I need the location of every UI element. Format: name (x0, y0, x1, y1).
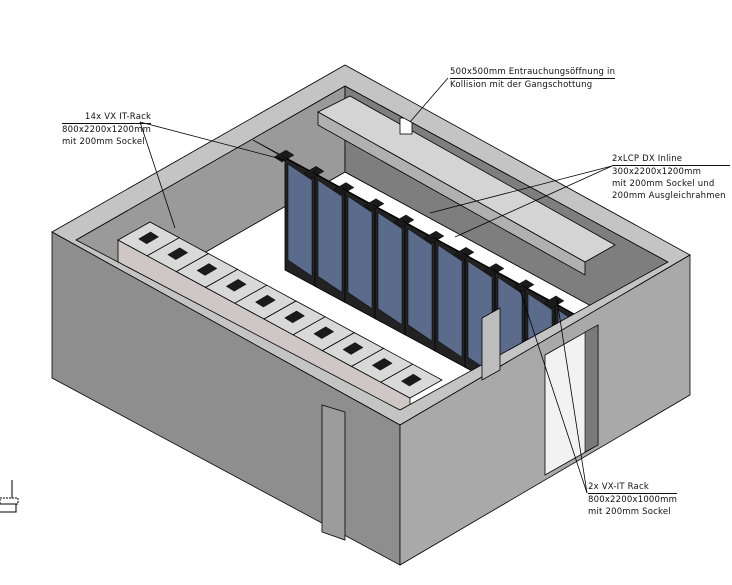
label-line: 200mm Ausgleichrahmen (612, 191, 726, 201)
label-it-racks: 14x VX IT-Rack 800x2200x1200mm mit 200mm… (62, 111, 152, 148)
leader-lines (139, 77, 613, 494)
rack-top-vent (255, 294, 276, 308)
rack-top-vent (303, 166, 325, 179)
section-marker (0, 480, 19, 513)
label-line: 300x2200x1200mm (612, 167, 702, 177)
rack-top-vent (423, 230, 445, 244)
rack-top-vent (167, 247, 189, 260)
rack-door (377, 212, 403, 326)
rack-top-vent (543, 295, 565, 309)
label-line: mit 200mm Sockel (62, 137, 145, 147)
rack-door (287, 163, 313, 277)
label-line: 800x2200x1200mm (62, 125, 152, 135)
rack-top-vent (513, 279, 535, 292)
label-vx-racks: 2x VX-IT Rack 800x2200x1000mm mit 200mm … (588, 481, 678, 518)
rack-door (347, 195, 373, 310)
label-vx-title: 2x VX-IT Rack (588, 481, 678, 494)
aisle-bulkhead-side (317, 111, 586, 276)
rack-door (437, 244, 463, 358)
rack-top-vent (342, 342, 364, 355)
rack-top-vent (483, 263, 505, 276)
rack-door (407, 228, 433, 342)
label-line: mit 200mm Sockel (588, 507, 671, 517)
rack-top-vent (284, 310, 305, 324)
label-smoke-title: 500x500mm Entrauchungsöffnung in (450, 67, 616, 79)
rack-row-front (117, 221, 443, 419)
door-reveal (584, 324, 599, 453)
rack-row-back (252, 139, 586, 433)
rack-top-vent (401, 373, 422, 387)
rack-top-vent (313, 326, 335, 339)
rack-top-vent (196, 263, 218, 276)
label-lcp-title: 2xLCP DX Inline (612, 153, 730, 166)
wall-pillar (321, 404, 346, 541)
rack-top-vent (453, 247, 475, 260)
rack-top-vent (225, 279, 247, 292)
rack-top-vent (273, 149, 295, 163)
rack-top-vent (333, 182, 355, 195)
label-smoke-opening: 500x500mm Entrauchungsöffnung in Kollisi… (450, 66, 616, 91)
rack-top-vent (363, 198, 385, 211)
label-lcp: 2xLCP DX Inline 300x2200x1200mm mit 200m… (612, 153, 730, 202)
rack-door (317, 179, 343, 293)
label-it-racks-title: 14x VX IT-Rack (62, 111, 152, 124)
rack-top-vent (393, 214, 415, 228)
rack-top-vent (371, 358, 393, 371)
label-line: mit 200mm Sockel und (612, 179, 715, 189)
label-line: Kollision mit der Gangschottung (450, 80, 593, 90)
lcp-column (481, 307, 501, 381)
rack-top-vent (138, 231, 159, 245)
label-line: 800x2200x1000mm (588, 495, 678, 505)
